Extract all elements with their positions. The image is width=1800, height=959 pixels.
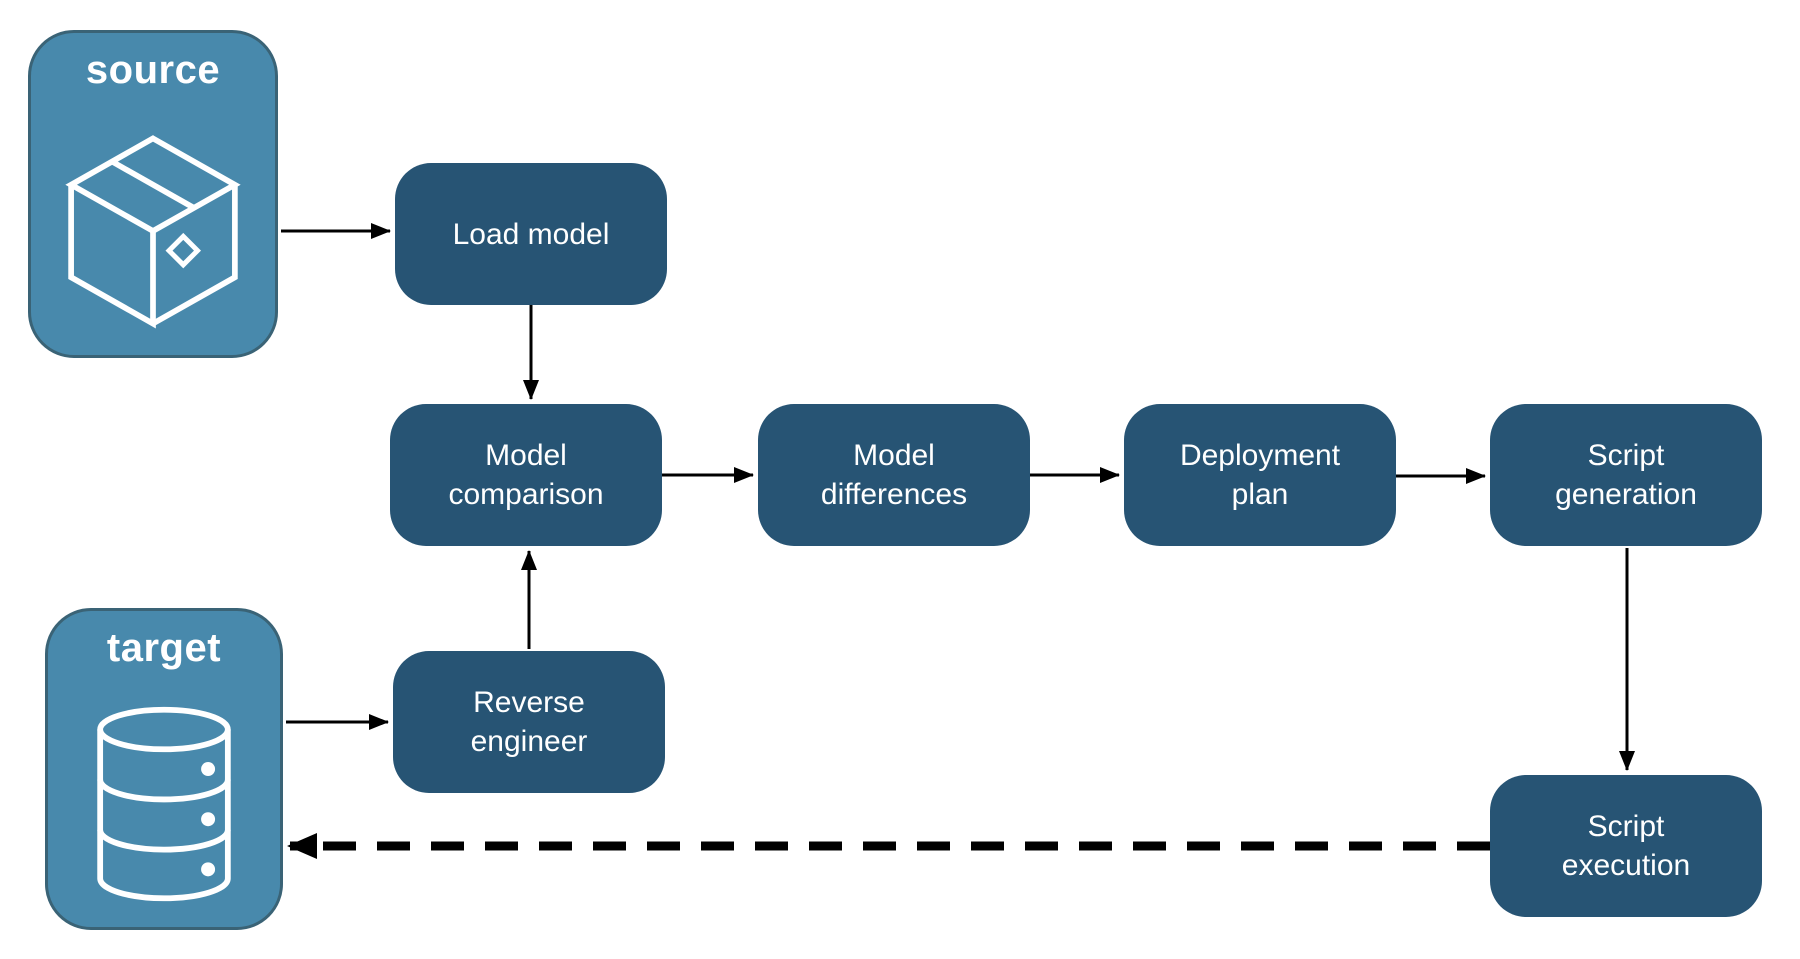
step-model-differences-label: Model differences xyxy=(820,439,968,511)
package-icon xyxy=(64,133,242,329)
step-deployment-plan: Deployment plan xyxy=(1124,404,1396,546)
entity-source-label: source xyxy=(85,48,221,92)
step-deployment-plan-label: Deployment plan xyxy=(1179,439,1341,511)
step-model-comparison-label: Model comparison xyxy=(448,439,604,511)
entity-source: source xyxy=(28,30,278,358)
step-load-model: Load model xyxy=(395,163,667,305)
step-script-generation: Script generation xyxy=(1490,404,1762,546)
step-reverse-engineer-label: Reverse engineer xyxy=(470,686,588,758)
step-load-model-label: Load model xyxy=(452,217,610,251)
database-icon xyxy=(88,705,240,903)
step-script-execution: Script execution xyxy=(1490,775,1762,917)
step-script-execution-label: Script execution xyxy=(1561,810,1691,882)
entity-target-label: target xyxy=(106,626,222,670)
step-script-generation-label: Script generation xyxy=(1555,439,1697,511)
step-model-comparison: Model comparison xyxy=(390,404,662,546)
step-reverse-engineer: Reverse engineer xyxy=(393,651,665,793)
step-model-differences: Model differences xyxy=(758,404,1030,546)
entity-target: target xyxy=(45,608,283,930)
